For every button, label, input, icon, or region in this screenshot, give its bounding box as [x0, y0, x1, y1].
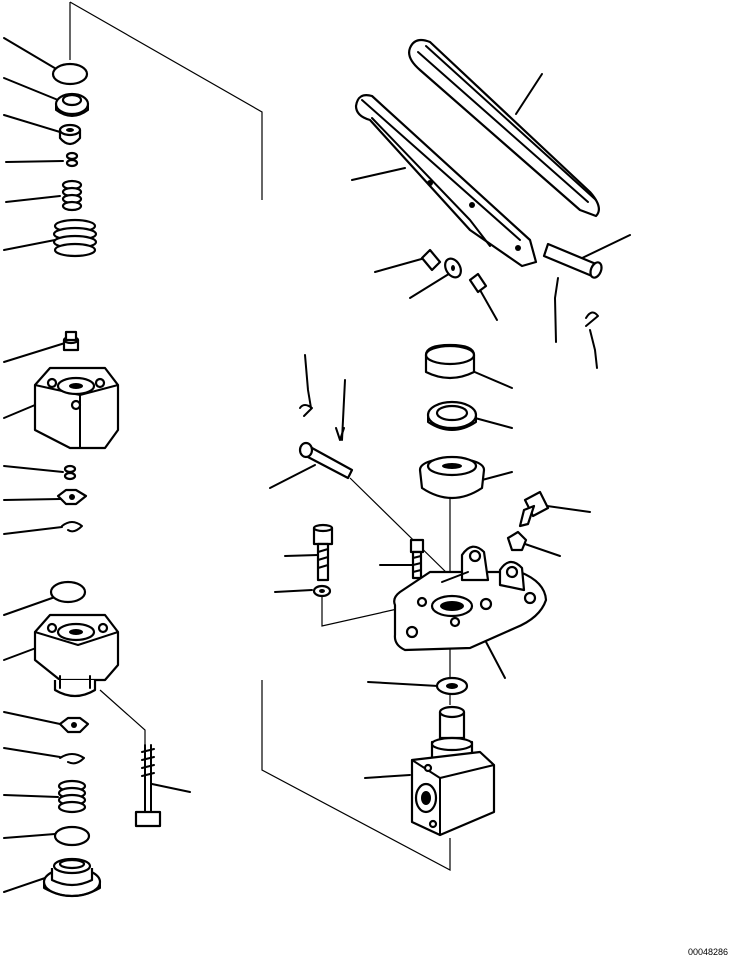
small-spring [65, 151, 79, 168]
pedal-pad [408, 38, 600, 218]
assembly-frame-lines [69, 1, 453, 871]
bushing-washer [444, 257, 462, 279]
pedal-pin [542, 242, 603, 279]
oil-seal [426, 400, 478, 431]
o-ring-lower [53, 825, 91, 847]
spring-small-mid [63, 464, 77, 481]
snap-ring [61, 521, 83, 533]
o-ring-mid [49, 580, 87, 604]
cap-screw [134, 744, 162, 828]
washer-small [312, 584, 332, 598]
adjuster-bolt [518, 490, 550, 528]
lock-washer [56, 488, 88, 506]
outer-spring [52, 218, 98, 258]
lock-washer-lower [58, 716, 90, 734]
inner-spring [61, 179, 83, 212]
seal-ring [54, 92, 90, 117]
lock-nut [506, 530, 528, 552]
bushing-right [468, 272, 488, 294]
drawing-part-number: 00048286 [688, 947, 728, 957]
pedal-arm [354, 94, 538, 268]
cotter-pin-left [299, 404, 345, 441]
long-pin [298, 441, 354, 480]
leader-lines [3, 37, 631, 893]
snap-ring-lower [59, 753, 85, 765]
plug-bolt [62, 330, 80, 352]
socket-bolt [312, 523, 334, 582]
valve-body-upper [33, 366, 120, 450]
o-ring-valve [435, 676, 469, 696]
cotter-pin-right [585, 311, 599, 327]
retainer-flange [42, 857, 102, 898]
spring-lower [57, 779, 87, 814]
hex-bolt [409, 538, 425, 580]
boot-cap [424, 343, 476, 380]
valve-body-lower [33, 613, 120, 698]
bracket-plate [393, 545, 548, 652]
pilot-valve-body [410, 705, 496, 837]
o-ring-top [51, 62, 89, 86]
dust-boot [418, 455, 486, 499]
bushing-left [420, 248, 442, 272]
retainer-cap [58, 123, 82, 146]
